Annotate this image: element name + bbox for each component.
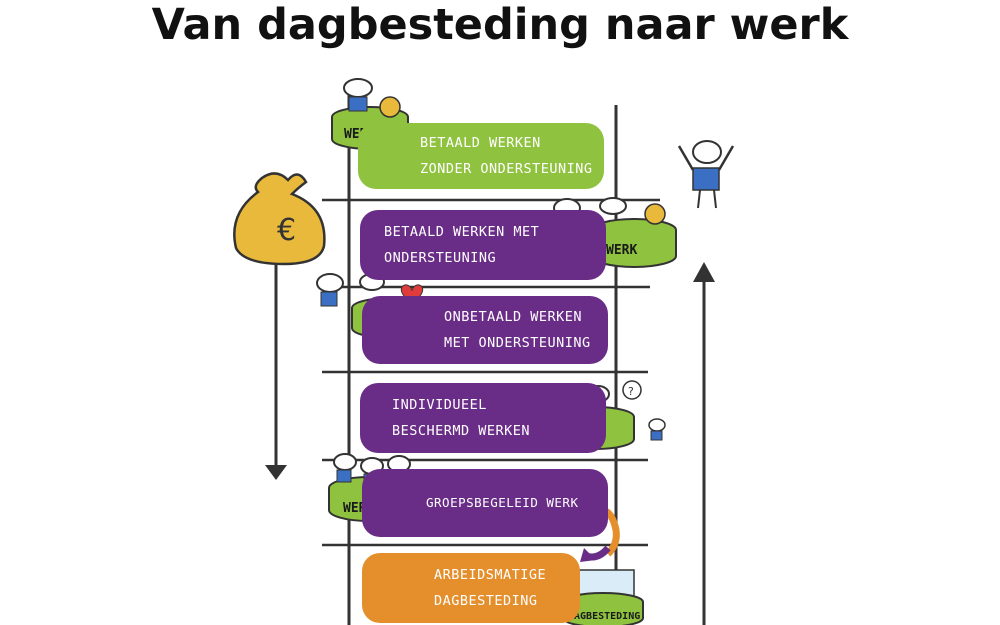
step-groepsbegeleid-werk: GROEPSBEGELEID WERK [362,469,608,537]
step-betaald-zonder-ondersteuning: BETAALD WERKEN ZONDER ONDERSTEUNING [358,123,604,189]
page-title: Van dagbesteding naar werk [151,0,849,50]
cheering-figure-icon [677,140,735,209]
down-arrow-icon [265,262,287,480]
step-line-2: ZONDER ONDERSTEUNING [420,161,593,177]
heart-icon [400,284,424,305]
step-line-1: ONBETAALD WERKEN [444,309,583,325]
step-line-2: MET ONDERSTEUNING [444,335,591,351]
question-bubble-text: ? [628,385,634,398]
dagbesteding-tub: DAGBESTEDING [562,569,644,625]
dagbesteding-tub-label: DAGBESTEDING [568,611,640,622]
euro-money-bag-icon: € [233,172,326,266]
step-line-2: ONDERSTEUNING [384,250,497,266]
step-line-1: ARBEIDSMATIGE [434,567,547,583]
step-arbeidsmatige-dagbesteding: ARBEIDSMATIGE DAGBESTEDING [362,553,580,623]
step-line-1: BETAALD WERKEN [420,135,541,151]
step-line-1: INDIVIDUEEL [392,397,487,413]
step-line-1: BETAALD WERKEN MET [384,224,540,240]
svg-text:€: € [277,213,296,248]
up-arrow-icon [693,262,715,625]
werk-tub-label: WERK [606,243,637,258]
werk-tub-level-2: WERK [553,197,677,268]
step-line-2: DAGBESTEDING [434,593,538,609]
step-individueel-beschermd-werken: INDIVIDUEEL BESCHERMD WERKEN [360,383,606,453]
step-onbetaald-met-ondersteuning: ONBETAALD WERKEN MET ONDERSTEUNING [362,296,608,364]
step-betaald-met-ondersteuning: BETAALD WERKEN MET ONDERSTEUNING [360,210,606,280]
step-line-1: GROEPSBEGELEID WERK [426,495,579,510]
step-line-2: BESCHERMD WERKEN [392,423,531,439]
